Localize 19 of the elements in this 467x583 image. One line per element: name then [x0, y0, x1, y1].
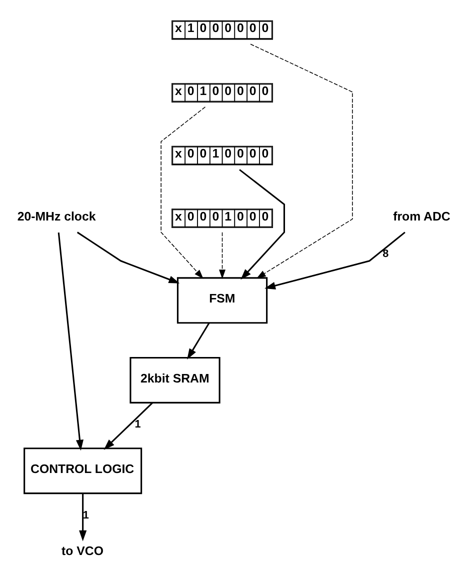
arrow	[58, 232, 84, 451]
node-text: to VCO	[62, 544, 104, 558]
arrow	[160, 106, 206, 279]
edge-label: 1	[82, 509, 89, 522]
edge-label: 1	[134, 418, 141, 431]
arrow	[76, 232, 180, 284]
node-box: CONTROL LOGIC	[24, 448, 142, 494]
arrow	[219, 232, 226, 279]
arrow	[187, 322, 210, 360]
arrow	[79, 493, 87, 542]
arrow	[264, 232, 406, 290]
node-box: FSM	[176, 277, 268, 324]
arrow	[239, 169, 286, 280]
edge-label: 8	[382, 248, 389, 260]
arrow	[250, 44, 353, 278]
node-text: from ADC	[393, 209, 450, 224]
node-box: 2kbit SRAM	[130, 356, 220, 404]
arrow	[104, 402, 153, 450]
node-text: 20-MHz clock	[17, 209, 96, 224]
